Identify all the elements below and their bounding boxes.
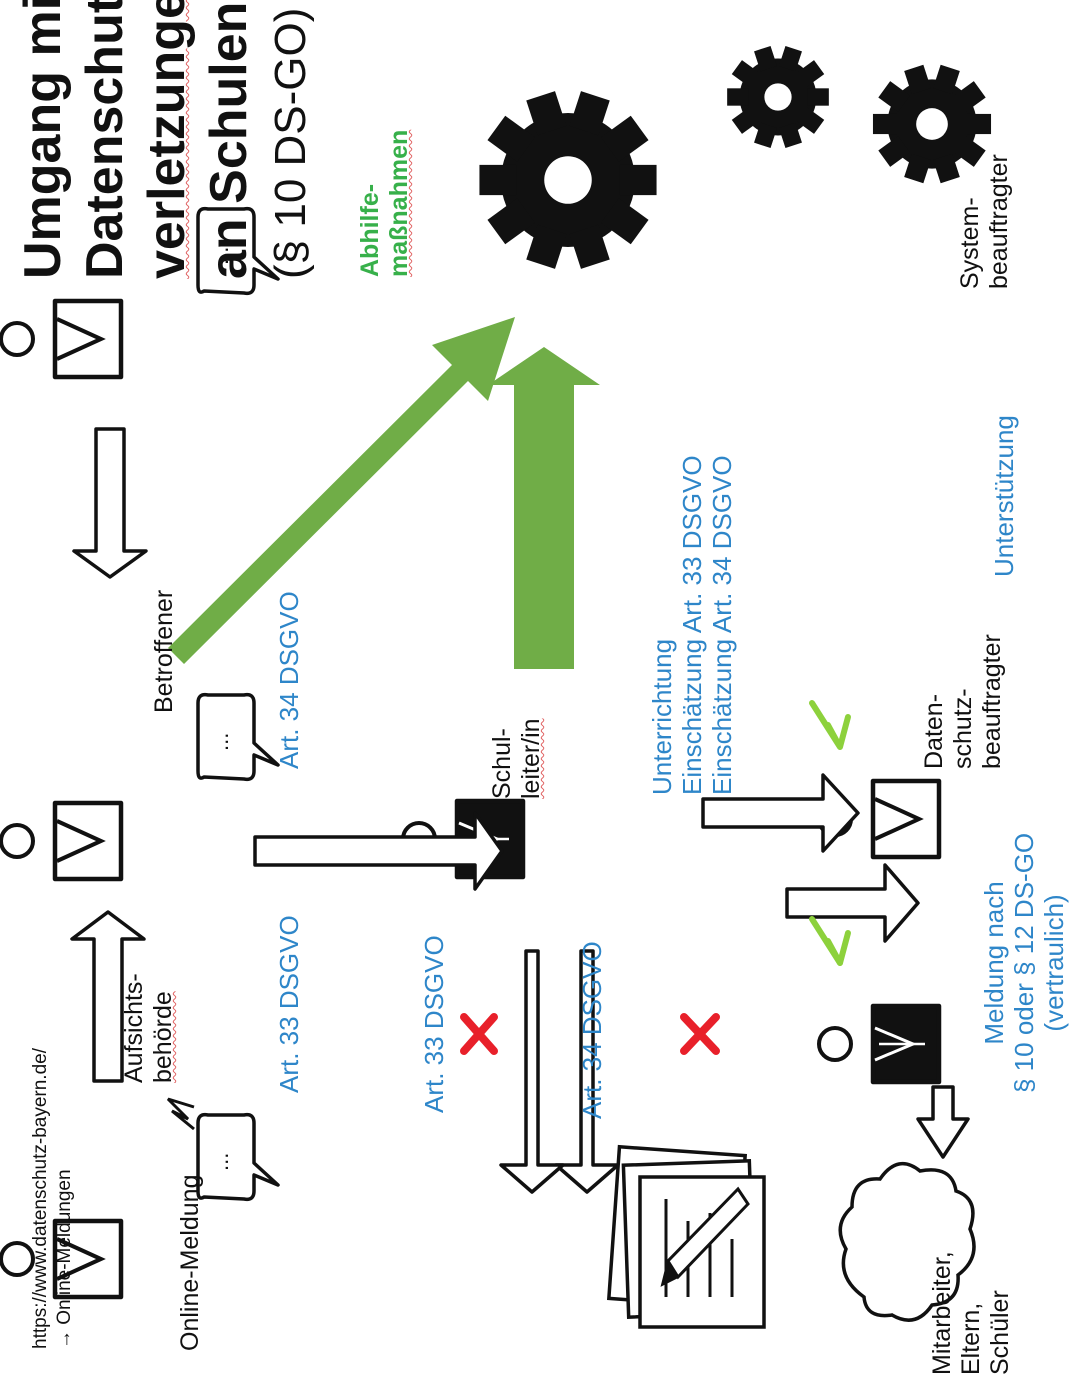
reporters-line-1: Mitarbeiter,	[928, 1251, 956, 1375]
arrow-schulleiter-to-doc-34-icon	[499, 949, 565, 1194]
aufsicht-line-2: behörde	[148, 991, 177, 1083]
online-cloud-icon	[838, 1161, 976, 1322]
dsb-line-1: Daten-	[920, 693, 948, 769]
label-art33-ok: Art. 33 DSGVO	[274, 915, 304, 1093]
dsb-line-3: beauftragter	[977, 634, 1006, 769]
arrow-schulleiter-to-doc-33-icon	[554, 949, 620, 1194]
check-art33-icon-tail	[809, 916, 843, 966]
title-line-3: verletzungen	[138, 0, 196, 279]
label-unterstuetzung: Unterstützung	[989, 415, 1019, 577]
bubble-dots-reporters: ...	[208, 1153, 233, 1171]
speech-bubble-dsb-icon: ...	[196, 692, 280, 782]
dsb-label: Daten- schutz- beauftragter	[920, 634, 1006, 769]
arrow-sysb-to-dsb-icon	[72, 427, 148, 579]
unterrichtung-line-1: Unterrichtung	[647, 638, 677, 795]
bubble-dots-dsb: ...	[208, 733, 233, 751]
meldung-line-1: Meldung nach	[979, 881, 1009, 1045]
title-line-4: an Schulen	[200, 1, 258, 279]
gears-icon	[479, 45, 992, 269]
title-line-2: Datenschutz-	[76, 0, 134, 279]
label-meldung: Meldung nach § 10 oder § 12 DS-GO (vertr…	[979, 832, 1070, 1093]
aufsicht-line-1: Aufsichts-	[120, 973, 148, 1083]
label-abhilfe: Abhilfe- maßnahmen	[356, 130, 414, 277]
page-title: Umgang mit Datenschutz- verletzungen an …	[12, 0, 322, 279]
abhilfe-line-1: Abhilfe-	[356, 183, 384, 277]
abhilfe-line-2: maßnahmen	[384, 129, 413, 277]
title-line-5: (§ 10 DS-GO)	[266, 7, 315, 279]
arrow-reporters-to-dsb-icon	[70, 910, 146, 1083]
speech-bubble-sysb-icon: ...	[196, 206, 280, 296]
schulleiter-line-1: Schul-	[488, 728, 516, 799]
betroffener-label: Betroffener	[150, 589, 178, 713]
schulleiter-line-2: leiter/in	[516, 718, 545, 799]
label-art34-doc: Art. 34 DSGVO	[577, 941, 607, 1119]
title-line-1: Umgang mit	[14, 0, 72, 279]
label-art33-doc: Art. 33 DSGVO	[419, 935, 449, 1113]
online-arrow-text: → Online-Meldungen	[54, 1169, 75, 1349]
arrow-schulleiter-to-betroffener-icon	[701, 773, 860, 853]
person-systembeauftragter-icon	[1, 301, 121, 377]
meldung-line-2: § 10 oder § 12 DS-GO	[1008, 832, 1039, 1093]
cross-art34-icon	[460, 1013, 498, 1055]
arrow-schulleiter-to-abhilfe-icon	[488, 347, 600, 669]
label-art34-ok: Art. 34 DSGVO	[274, 591, 304, 769]
arrow-schulleiter-to-aufsicht-icon	[785, 863, 920, 943]
document-icon	[606, 1144, 766, 1329]
reporters-line-3: Schüler	[985, 1290, 1014, 1375]
arrow-dsb-to-abhilfe-icon	[168, 317, 515, 664]
dsb-line-2: schutz-	[948, 688, 977, 769]
schulleiter-label: Schul- leiter/in	[488, 718, 546, 799]
speech-bubble-reporters-icon: ...	[166, 1097, 280, 1202]
check-art34-icon	[809, 700, 851, 750]
aufsicht-label: Aufsichts- behörde	[120, 973, 178, 1083]
person-datenschutzbeauftragter-icon	[1, 803, 121, 879]
sysb-line-1: System-	[956, 197, 984, 289]
cross-art33-icon	[680, 1013, 720, 1055]
sysb-line-2: beauftragter	[984, 154, 1013, 289]
arrow-aufsicht-to-online-icon	[916, 1085, 970, 1159]
unterrichtung-line-3: Einschätzung Art. 34 DSGVO	[706, 455, 737, 795]
bubble-dots-sysb: ...	[208, 247, 233, 265]
arrow-dsb-to-schulleiter-icon	[253, 811, 504, 891]
meldung-line-3: (vertraulich)	[1038, 894, 1069, 1032]
reporters-line-2: Eltern,	[956, 1302, 985, 1375]
sysb-label: System- beauftragter	[956, 154, 1014, 289]
unterrichtung-line-2: Einschätzung Art. 33 DSGVO	[676, 455, 707, 795]
reporters-label: Mitarbeiter, Eltern, Schüler	[928, 1251, 1014, 1375]
online-label: Online-Meldung	[176, 1174, 204, 1352]
person-aufsichtsbehoerde-icon	[819, 1006, 939, 1082]
online-url[interactable]: https://www.datenschutz-bayern.de/	[30, 1048, 51, 1349]
label-unterrichtung: Unterrichtung Einschätzung Art. 33 DSGVO…	[647, 455, 738, 795]
